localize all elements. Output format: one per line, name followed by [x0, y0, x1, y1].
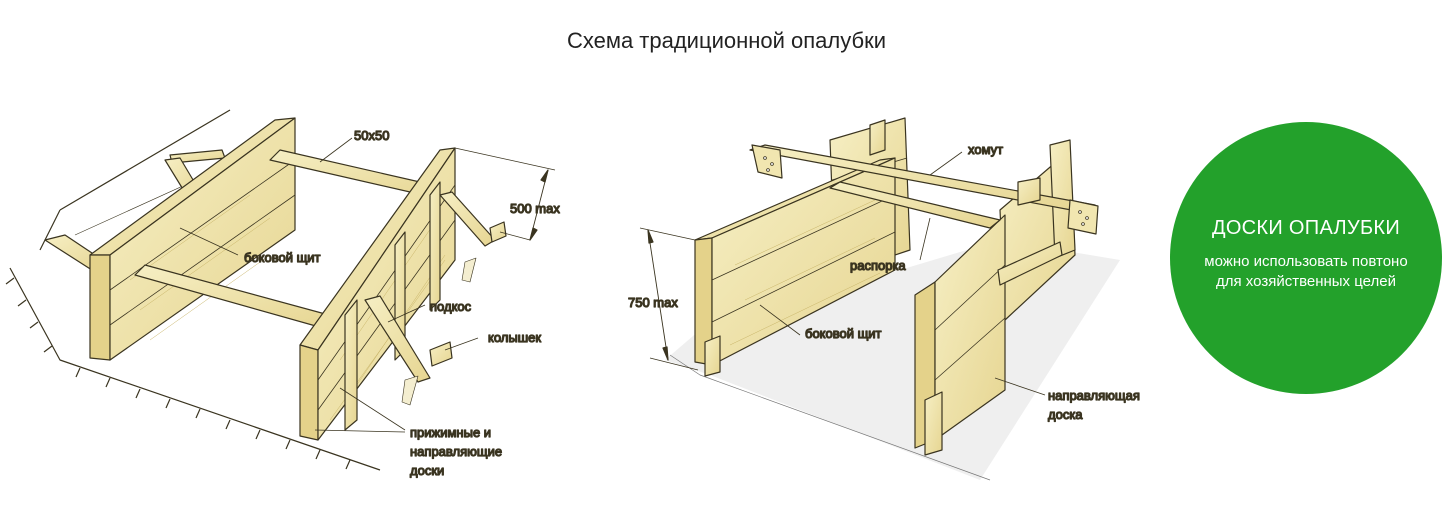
label-brace: подкос [430, 299, 472, 314]
badge-text: можно использовать повтоно для хозяйстве… [1204, 253, 1408, 290]
label-spacer: распорка [850, 258, 906, 273]
badge-title: ДОСКИ ОПАЛУБКИ [1211, 217, 1401, 239]
left-leaders [179, 137, 479, 433]
label-beam-size: 50x50 [354, 128, 389, 143]
left-formwork: 50x50 500 max боковой щит подкос колышек… [5, 109, 561, 479]
label-height-750: 750 max [628, 295, 678, 310]
info-badge: ДОСКИ ОПАЛУБКИ можно использовать повтон… [1170, 122, 1442, 394]
label-height-500: 500 max [510, 201, 560, 216]
diagram-title: Схема традиционной опалубки [566, 28, 887, 53]
label-clamp-boards-3: доски [410, 463, 444, 478]
label-guide-board-1: направляющая [1048, 388, 1140, 403]
label-side-panel-left: боковой щит [244, 250, 321, 265]
right-leaders [759, 151, 1046, 396]
label-side-panel-right: боковой щит [805, 326, 882, 341]
label-clamp-boards-1: прижимные и [410, 425, 491, 440]
label-stake: колышек [488, 330, 541, 345]
ground-line-left [5, 109, 381, 471]
right-formwork: хомут распорка 750 max боковой щит напра… [627, 117, 1140, 481]
label-clamp-boards-2: направляющие [410, 444, 502, 459]
label-guide-board-2: доска [1048, 407, 1083, 422]
label-clamp: хомут [968, 142, 1003, 157]
